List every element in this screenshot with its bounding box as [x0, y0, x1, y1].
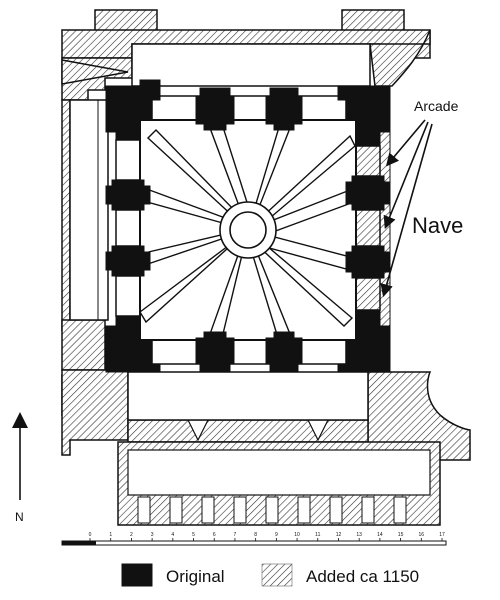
pier-n1: [195, 87, 235, 131]
scale-tick-label: 2: [130, 532, 133, 538]
pier-nw: [105, 79, 161, 141]
scale-tick-label: 5: [192, 532, 195, 538]
scale-tick-label: 6: [213, 532, 216, 538]
legend: Original Added ca 1150: [121, 563, 419, 587]
arcade-arrow-1: [385, 119, 426, 167]
north-arrow: N: [12, 412, 28, 524]
legend-original-swatch: [121, 563, 153, 587]
lower-inner: [127, 449, 431, 496]
bottom-openings: [137, 496, 407, 524]
middle-band: [127, 419, 369, 443]
scale-tick-label: 14: [377, 532, 383, 538]
left-wall-strip: [61, 99, 71, 331]
annotations: Arcade Nave: [380, 98, 463, 298]
interior-spaces: [69, 43, 371, 421]
pier-e1: [345, 175, 391, 211]
west-aisle: [69, 99, 109, 321]
pier-se: [337, 309, 391, 373]
scale-tick-label: 7: [234, 532, 237, 538]
pier-n2: [265, 87, 303, 131]
scale-tick-label: 15: [398, 532, 404, 538]
pier-s1: [195, 331, 235, 373]
top-left-turret: [94, 9, 158, 33]
south-room: [127, 371, 369, 421]
pier-s2: [265, 331, 303, 373]
scale-tick-label: 8: [254, 532, 257, 538]
pier-w2: [105, 245, 151, 277]
scale-tick-label: 0: [89, 532, 92, 538]
right-lower-block: [367, 371, 471, 461]
scale-tick-label: 10: [294, 532, 300, 538]
legend-original-label: Original: [166, 567, 225, 586]
left-taper-upper: [61, 59, 129, 85]
pier-ne: [337, 85, 391, 147]
arcade-label: Arcade: [414, 98, 459, 114]
north-room: [131, 43, 371, 87]
scale-tick-label: 13: [356, 532, 362, 538]
scale-tick-label: 17: [439, 532, 445, 538]
top-right-turret: [341, 9, 405, 33]
scale-tick-label: 16: [419, 532, 425, 538]
pier-w1: [105, 179, 151, 211]
scale-tick-label: 4: [171, 532, 174, 538]
scale-tick-label: 9: [275, 532, 278, 538]
scale-tick-label: 11: [315, 532, 320, 538]
legend-added-swatch: [261, 563, 293, 587]
pier-sw: [105, 315, 161, 373]
arcade-arrow-2: [383, 121, 429, 229]
original-piers: [105, 79, 391, 373]
scale-tick-label: 12: [336, 532, 342, 538]
arcade-arrow-3: [380, 123, 433, 298]
scale-tick-label: 3: [151, 532, 154, 538]
pier-e2: [345, 245, 391, 279]
north-label: N: [15, 510, 24, 524]
nave-label: Nave: [412, 213, 463, 238]
right-top-wall: [369, 29, 431, 87]
left-wall-lower: [61, 319, 106, 371]
central-oculus-inner: [229, 211, 267, 249]
legend-added-label: Added ca 1150: [306, 567, 419, 586]
scale-tick-label: 1: [109, 532, 112, 538]
